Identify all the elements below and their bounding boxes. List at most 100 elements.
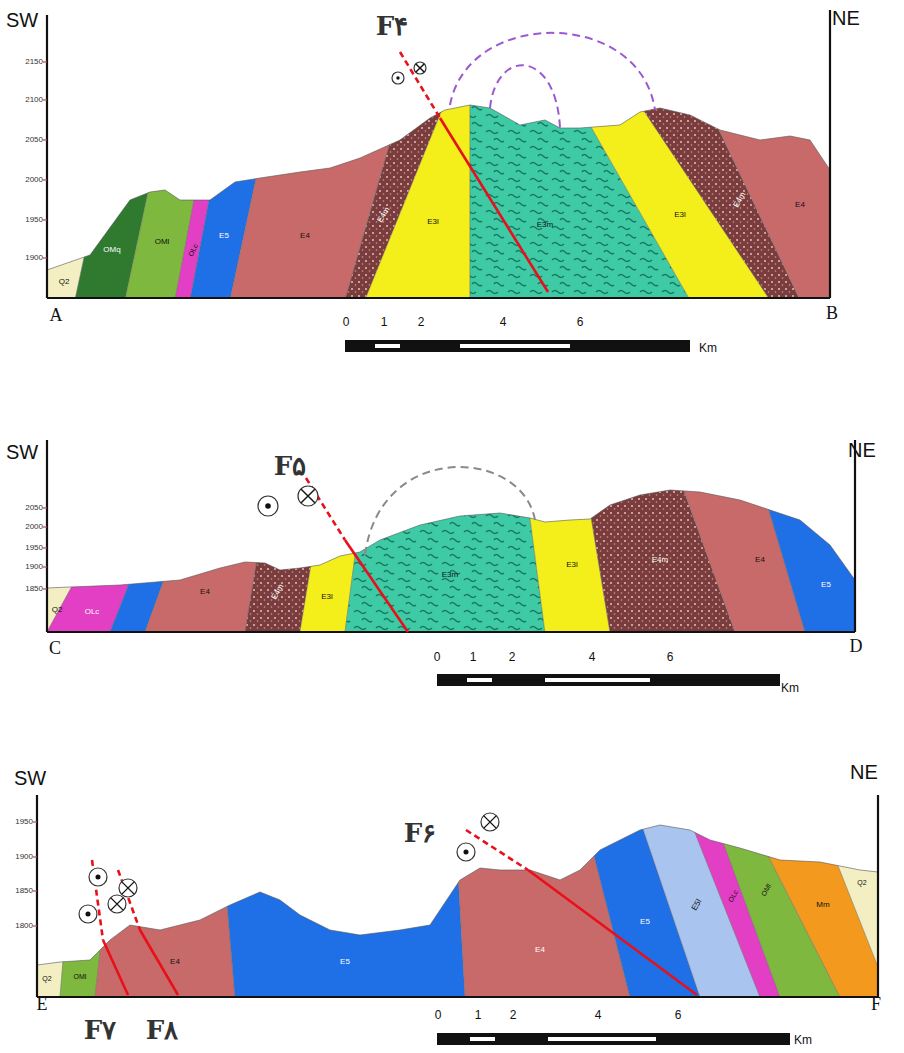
fault-name: F۵ (274, 453, 306, 479)
motion-symbol (298, 486, 318, 506)
symbol-ring (457, 843, 475, 861)
symbol-cross (484, 816, 496, 828)
formation-group (40, 480, 860, 632)
motion-symbol (481, 813, 499, 831)
symbol-ring (298, 486, 318, 506)
axis-tick (33, 925, 37, 926)
fault-name: F۷ (84, 1017, 116, 1043)
fault-group (79, 52, 697, 995)
axis-tick (43, 526, 47, 527)
formation-label: OMl (74, 973, 87, 980)
formation-label: E4 (535, 946, 545, 954)
section-frame (829, 10, 831, 298)
scale-label: Km (699, 342, 717, 354)
motion-symbol (108, 895, 126, 913)
motion-symbol (119, 879, 137, 897)
symbol-dot (463, 849, 468, 854)
formation-label: OMl (155, 238, 170, 246)
axis-tick (43, 566, 47, 567)
symbol-dot (265, 503, 271, 509)
section-end-letter: A (50, 306, 63, 324)
symbol-dot (396, 76, 399, 79)
formation-band (455, 820, 630, 997)
formation-label: E4 (755, 556, 765, 564)
formation-label: E3l (566, 561, 578, 569)
axis-tick (43, 257, 47, 258)
formation-label: Q2 (42, 975, 51, 982)
fault-name: F۴ (376, 13, 408, 39)
elevation-tick: 1850 (25, 585, 43, 593)
fault-projection (400, 52, 440, 118)
formation-band (95, 820, 235, 997)
formation-label: E4 (170, 958, 180, 966)
formation-label: E4m (270, 583, 285, 601)
direction-label: SW (14, 768, 46, 788)
direction-label: SW (6, 10, 38, 30)
symbol-ring (89, 868, 107, 886)
formation-label: E4 (200, 588, 210, 596)
formation-label: Q2 (59, 278, 70, 286)
formation-label: OLc (85, 608, 100, 616)
symbol-ring (392, 72, 404, 84)
formation-label: OLc (727, 889, 739, 904)
elevation-tick: 1900 (25, 254, 43, 262)
formation-band (220, 820, 465, 997)
fold-axis-arc (365, 467, 535, 555)
formation-label: E4m (376, 206, 391, 224)
symbol-cross (111, 898, 123, 910)
axis-tick (43, 219, 47, 220)
scale-label: 6 (667, 651, 674, 663)
motion-symbol (79, 905, 97, 923)
elevation-tick: 2050 (25, 136, 43, 144)
formation-label: E5 (340, 958, 350, 966)
formation-label: E5 (640, 918, 650, 926)
motion-symbol (414, 62, 426, 74)
scale-label: 0 (343, 316, 350, 328)
section-frame (36, 795, 38, 997)
formation-label: E3l (321, 593, 333, 601)
direction-label: NE (850, 762, 878, 782)
formation-label: E5l (691, 898, 704, 912)
elevation-tick: 1800 (15, 922, 33, 930)
section-frame (47, 297, 830, 299)
symbol-cross (122, 882, 134, 894)
section-end-letter: F (871, 995, 881, 1013)
motion-symbol (258, 496, 278, 516)
formation-label: E4m (732, 191, 747, 209)
axis-tick (33, 856, 37, 857)
formation-label: Q2 (52, 606, 63, 614)
section-end-letter: B (826, 304, 838, 322)
section-frame (37, 996, 878, 998)
motion-symbol (392, 72, 404, 84)
formation-band (700, 90, 840, 300)
formation-label: OMl (760, 883, 772, 898)
fault-line (345, 540, 408, 632)
motion-symbol (457, 843, 475, 861)
axis-tick (43, 588, 47, 589)
formation-group (30, 820, 900, 997)
formation-band (365, 90, 470, 300)
scale-bar-segment (375, 344, 400, 348)
symbol-ring (481, 813, 499, 831)
scale-label: 2 (418, 316, 425, 328)
scale-label: 2 (510, 1009, 517, 1021)
fault-line (440, 118, 548, 292)
formation-label: E3m (537, 221, 553, 229)
formation-label: E5 (219, 232, 229, 240)
formation-label: E3m (442, 571, 458, 579)
symbol-ring (79, 905, 97, 923)
direction-label: NE (848, 440, 876, 460)
scale-label: 4 (500, 316, 507, 328)
direction-label: NE (832, 8, 860, 28)
axis-tick (43, 139, 47, 140)
scale-label: 6 (675, 1009, 682, 1021)
terrain-outline (47, 105, 830, 298)
motion-symbol (89, 868, 107, 886)
scale-bar-segment (548, 1037, 656, 1041)
formation-label: Mm (816, 901, 829, 909)
formation-label: OMq (103, 246, 120, 254)
formation-label: E3l (427, 218, 439, 226)
section-end-letter: C (49, 639, 61, 657)
scale-label: 2 (509, 651, 516, 663)
